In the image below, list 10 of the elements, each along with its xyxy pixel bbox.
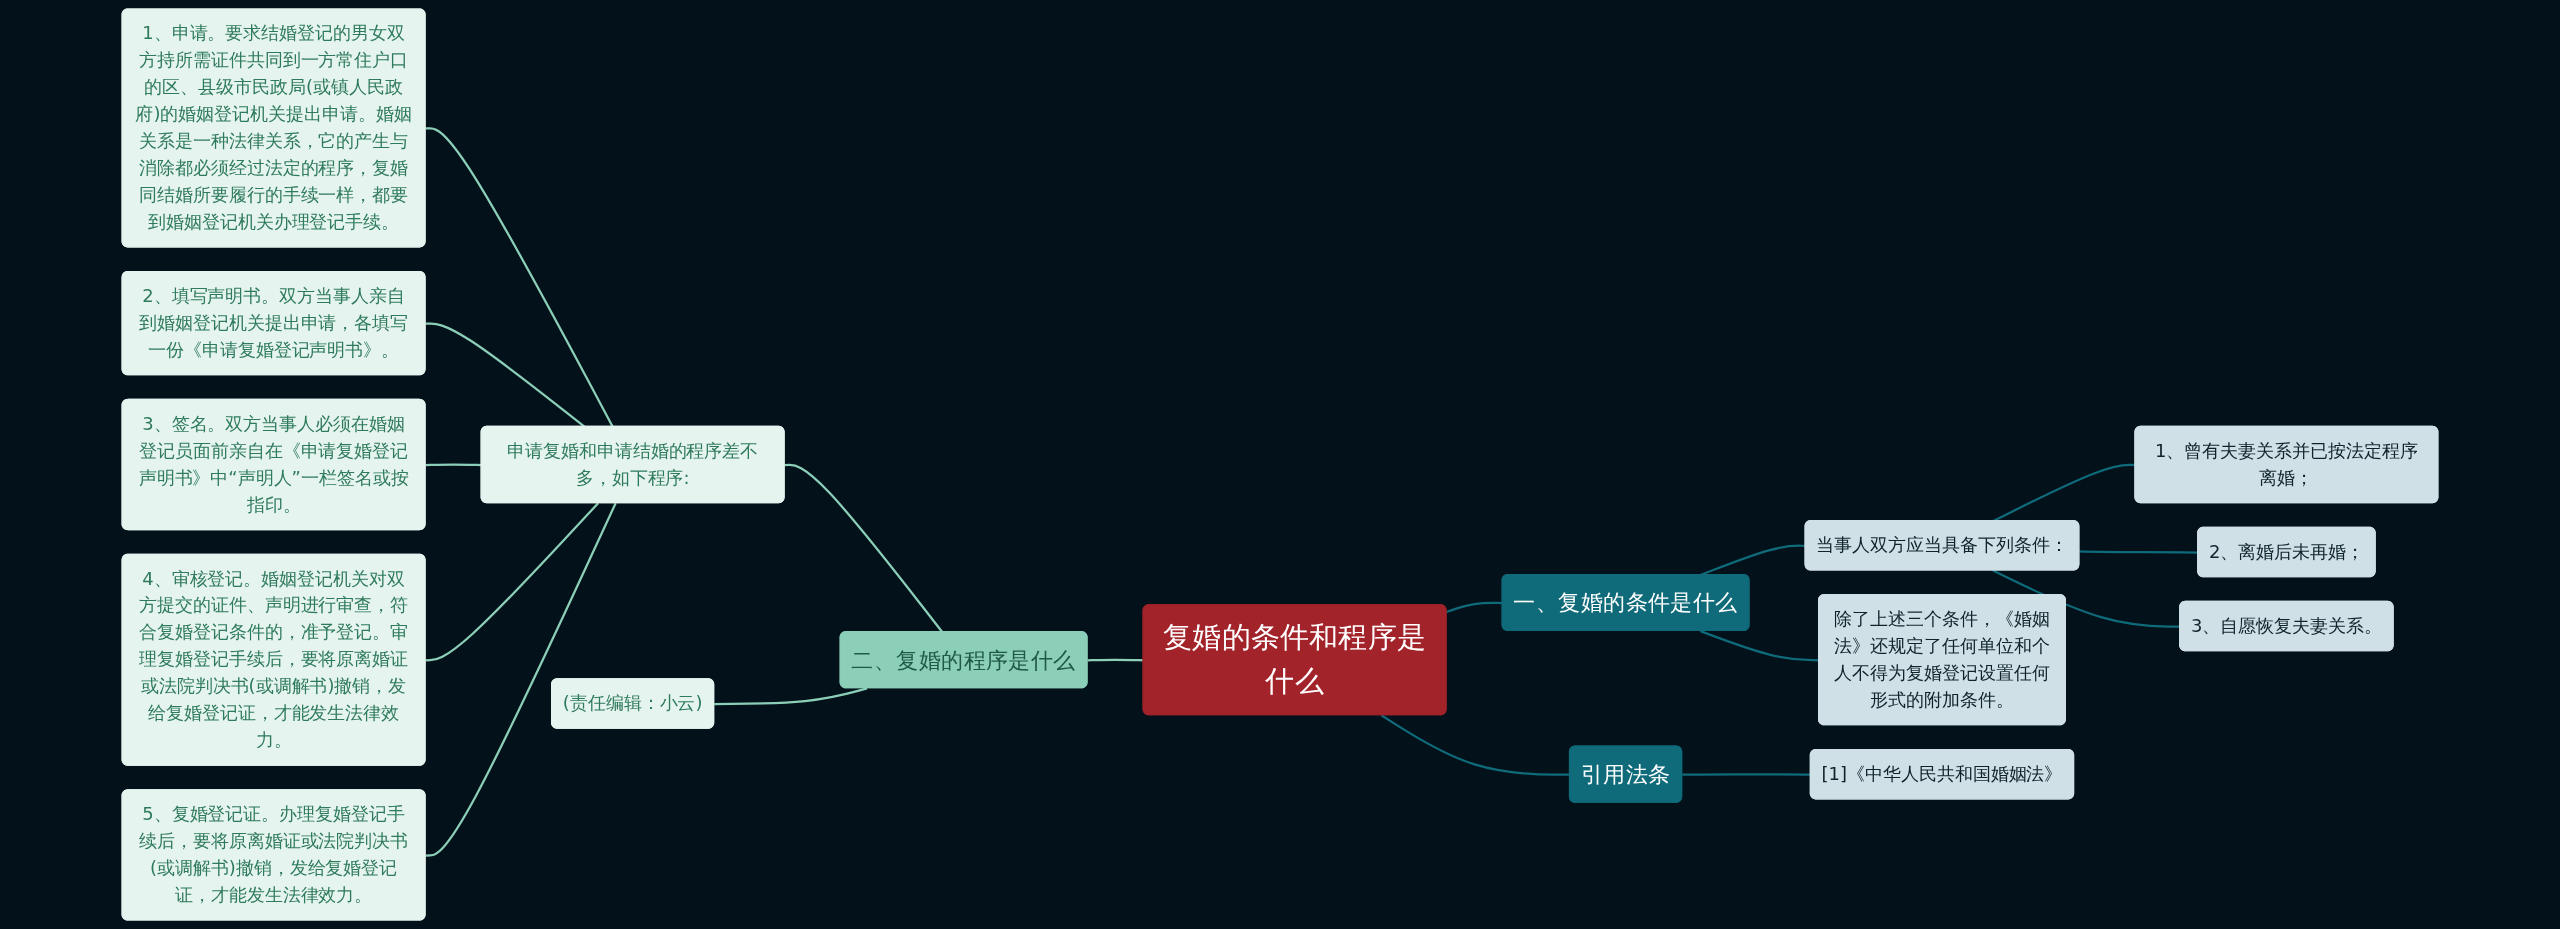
connector — [1087, 658, 1144, 662]
connector — [1446, 601, 1503, 614]
connector — [425, 502, 599, 662]
connector — [425, 322, 586, 428]
connector — [714, 687, 868, 706]
connector — [1682, 773, 1811, 776]
connector — [425, 502, 617, 857]
connector — [425, 127, 614, 428]
connector — [784, 463, 944, 633]
connector — [425, 463, 482, 467]
